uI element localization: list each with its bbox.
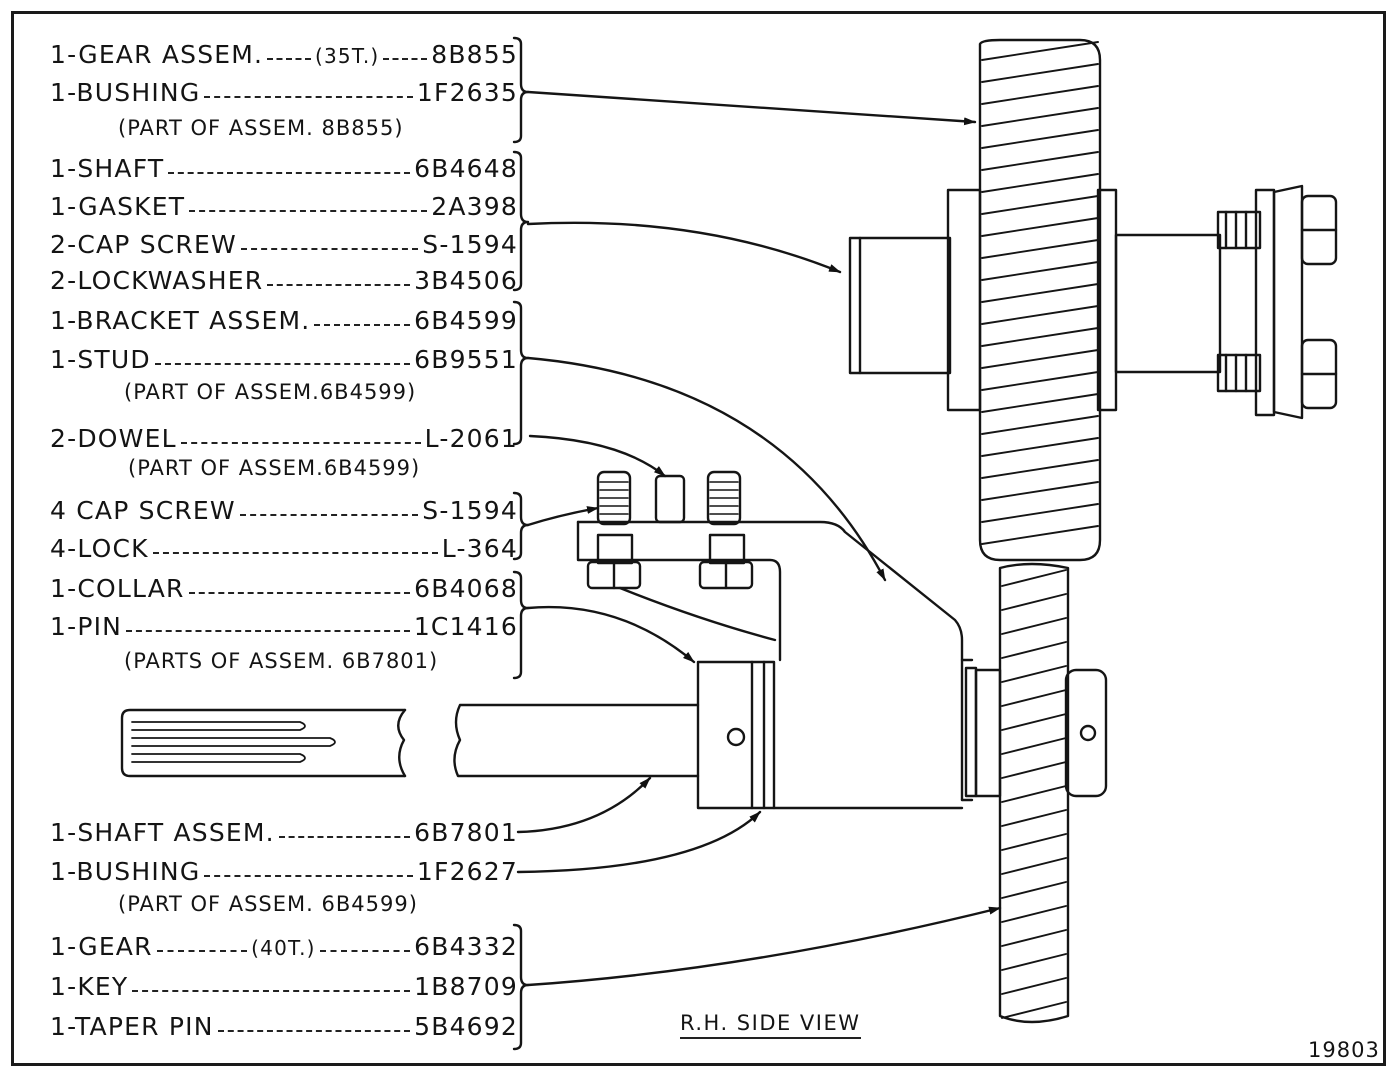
part-label-gear: 1-GEAR(40T.)6B4332	[50, 932, 519, 961]
part-note: (PARTS OF ASSEM. 6B7801)	[124, 649, 439, 673]
bracket-assembly	[576, 470, 978, 810]
leader-lines	[516, 90, 1002, 987]
part-label-gear-assem: 1-GEAR ASSEM.(35T.)8B855	[50, 40, 518, 69]
upper-gear-assembly	[848, 38, 1338, 562]
lower-gear-assembly	[974, 562, 1108, 1024]
part-note: (PART OF ASSEM.6B4599)	[128, 456, 421, 480]
part-label-bracket-assem: 1-BRACKET ASSEM.6B4599	[50, 306, 518, 335]
view-caption: R.H. SIDE VIEW	[680, 1013, 861, 1039]
shaft-assembly	[120, 703, 700, 778]
part-label-shaft-assem: 1-SHAFT ASSEM.6B7801	[50, 818, 518, 847]
part-note: (PART OF ASSEM.6B4599)	[124, 380, 417, 404]
figure-number: 19803	[1308, 1038, 1380, 1062]
group-braces	[512, 36, 530, 1051]
part-note: (PART OF ASSEM. 8B855)	[118, 116, 404, 140]
drawing-frame	[11, 11, 1386, 1066]
part-note: (PART OF ASSEM. 6B4599)	[118, 892, 418, 916]
